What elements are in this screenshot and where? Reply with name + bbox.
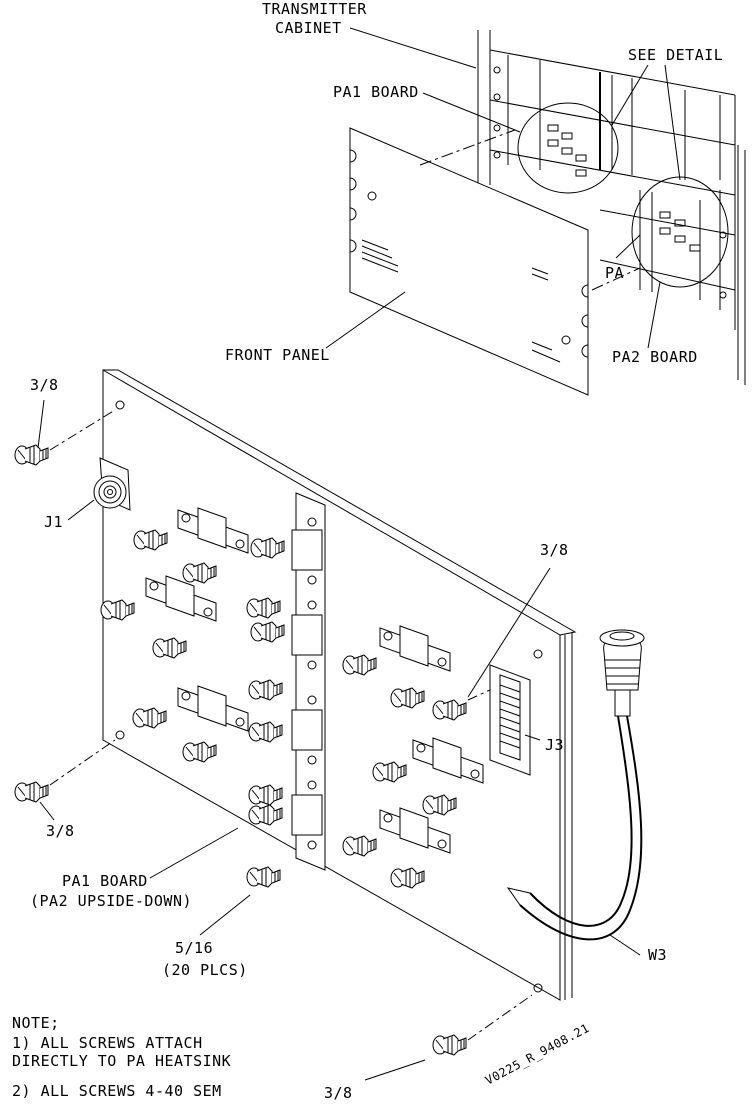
- label-see-detail: SEE DETAIL: [628, 46, 723, 64]
- label-screw-bottom: 3/8: [324, 1084, 353, 1102]
- label-screw-top-left: 3/8: [30, 376, 59, 394]
- label-transmitter: TRANSMITTER: [262, 0, 367, 18]
- label-pa1-board-top: PA1 BOARD: [333, 83, 419, 101]
- label-cabinet: CABINET: [275, 19, 342, 37]
- label-screw-right: 3/8: [540, 541, 569, 559]
- label-screw-516: 5/16: [175, 939, 213, 957]
- label-pa2-board: PA2 BOARD: [612, 348, 698, 366]
- notes-block: NOTE; 1) ALL SCREWS ATTACH DIRECTLY TO P…: [12, 1014, 231, 1100]
- label-screw-bottom-left: 3/8: [46, 822, 75, 840]
- label-j1: J1: [44, 513, 63, 531]
- drawing-id: V0225_R_9408.21: [483, 1021, 592, 1088]
- label-pa2-upside-down: (PA2 UPSIDE-DOWN): [30, 892, 192, 910]
- label-front-panel: FRONT PANEL: [225, 346, 330, 364]
- front-panel: [350, 128, 588, 395]
- note-1b: DIRECTLY TO PA HEATSINK: [12, 1052, 231, 1070]
- label-w3: W3: [648, 946, 667, 964]
- note-1a: 1) ALL SCREWS ATTACH: [12, 1034, 203, 1052]
- terminal-block-icon: [490, 665, 530, 775]
- label-20-plcs: (20 PLCS): [162, 961, 248, 979]
- label-j3: J3: [545, 736, 564, 754]
- label-pa: PA: [605, 264, 624, 282]
- label-pa1-board: PA1 BOARD: [62, 872, 148, 890]
- notes-title: NOTE;: [12, 1014, 60, 1032]
- note-2: 2) ALL SCREWS 4-40 SEM: [12, 1082, 222, 1100]
